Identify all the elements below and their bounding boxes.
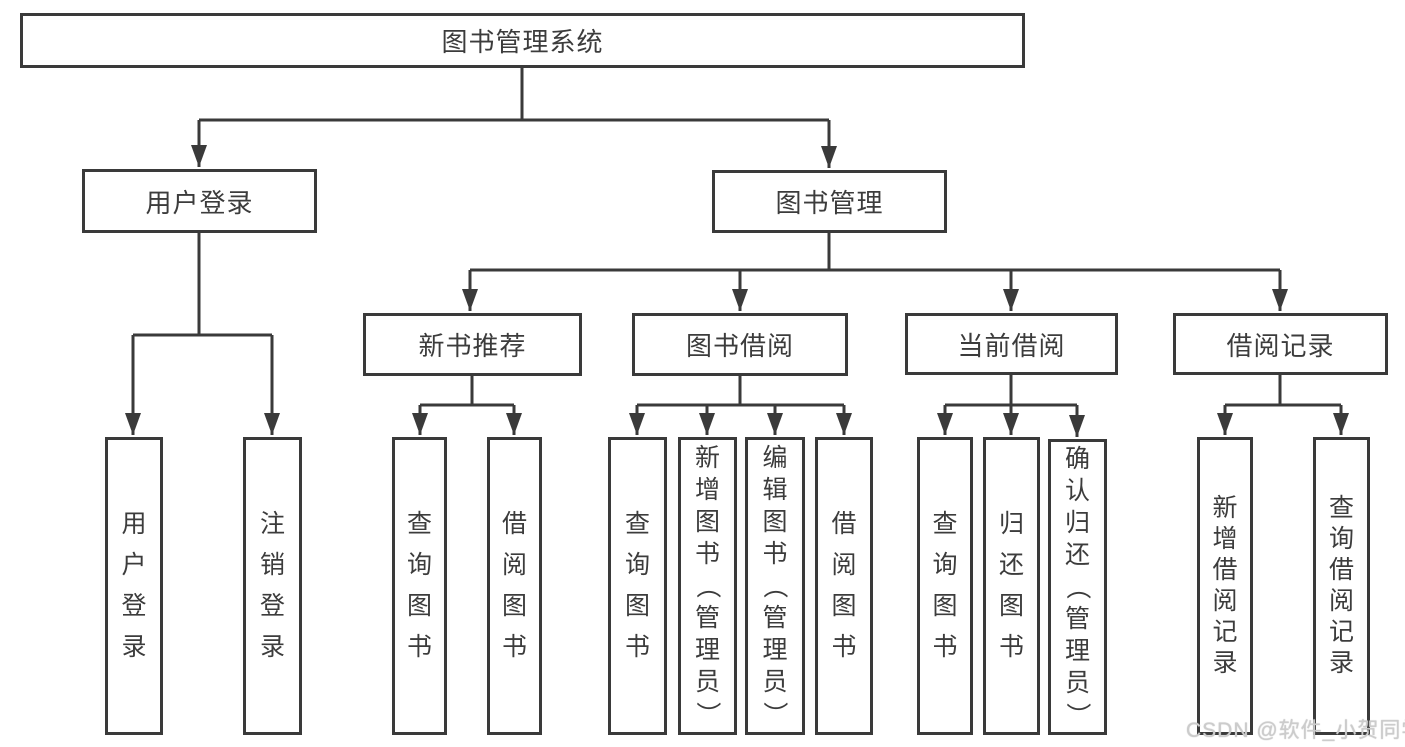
node-book-borrow: 图书借阅 (632, 313, 848, 376)
node-borrow-records: 借阅记录 (1173, 313, 1388, 375)
leaf-query-book-borrow: 查询图书 (608, 437, 667, 735)
leaf-return-book: 归还图书 (983, 437, 1040, 735)
node-user-login: 用户登录 (82, 169, 317, 233)
leaf-add-book-admin: 新增图书（管理员） (678, 437, 737, 735)
leaf-add-borrow-record: 新增借阅记录 (1197, 437, 1253, 735)
node-book-management: 图书管理 (712, 170, 947, 233)
watermark: CSDN @软件_小贺同学 (1186, 719, 1405, 742)
leaf-borrow-book: 借阅图书 (815, 437, 873, 735)
leaf-logout: 注销登录 (243, 437, 302, 735)
node-current-borrow: 当前借阅 (905, 313, 1118, 375)
leaf-confirm-return-admin: 确认归还（管理员） (1048, 439, 1107, 735)
leaf-borrow-book-recommend: 借阅图书 (487, 437, 542, 735)
leaf-user-login: 用户登录 (105, 437, 163, 735)
leaf-query-book-current: 查询图书 (917, 437, 973, 735)
node-root: 图书管理系统 (20, 13, 1025, 68)
leaf-edit-book-admin: 编辑图书（管理员） (745, 437, 805, 735)
node-new-book-recommend: 新书推荐 (363, 313, 582, 376)
leaf-query-book-recommend: 查询图书 (392, 437, 447, 735)
leaf-query-borrow-record: 查询借阅记录 (1313, 437, 1370, 735)
